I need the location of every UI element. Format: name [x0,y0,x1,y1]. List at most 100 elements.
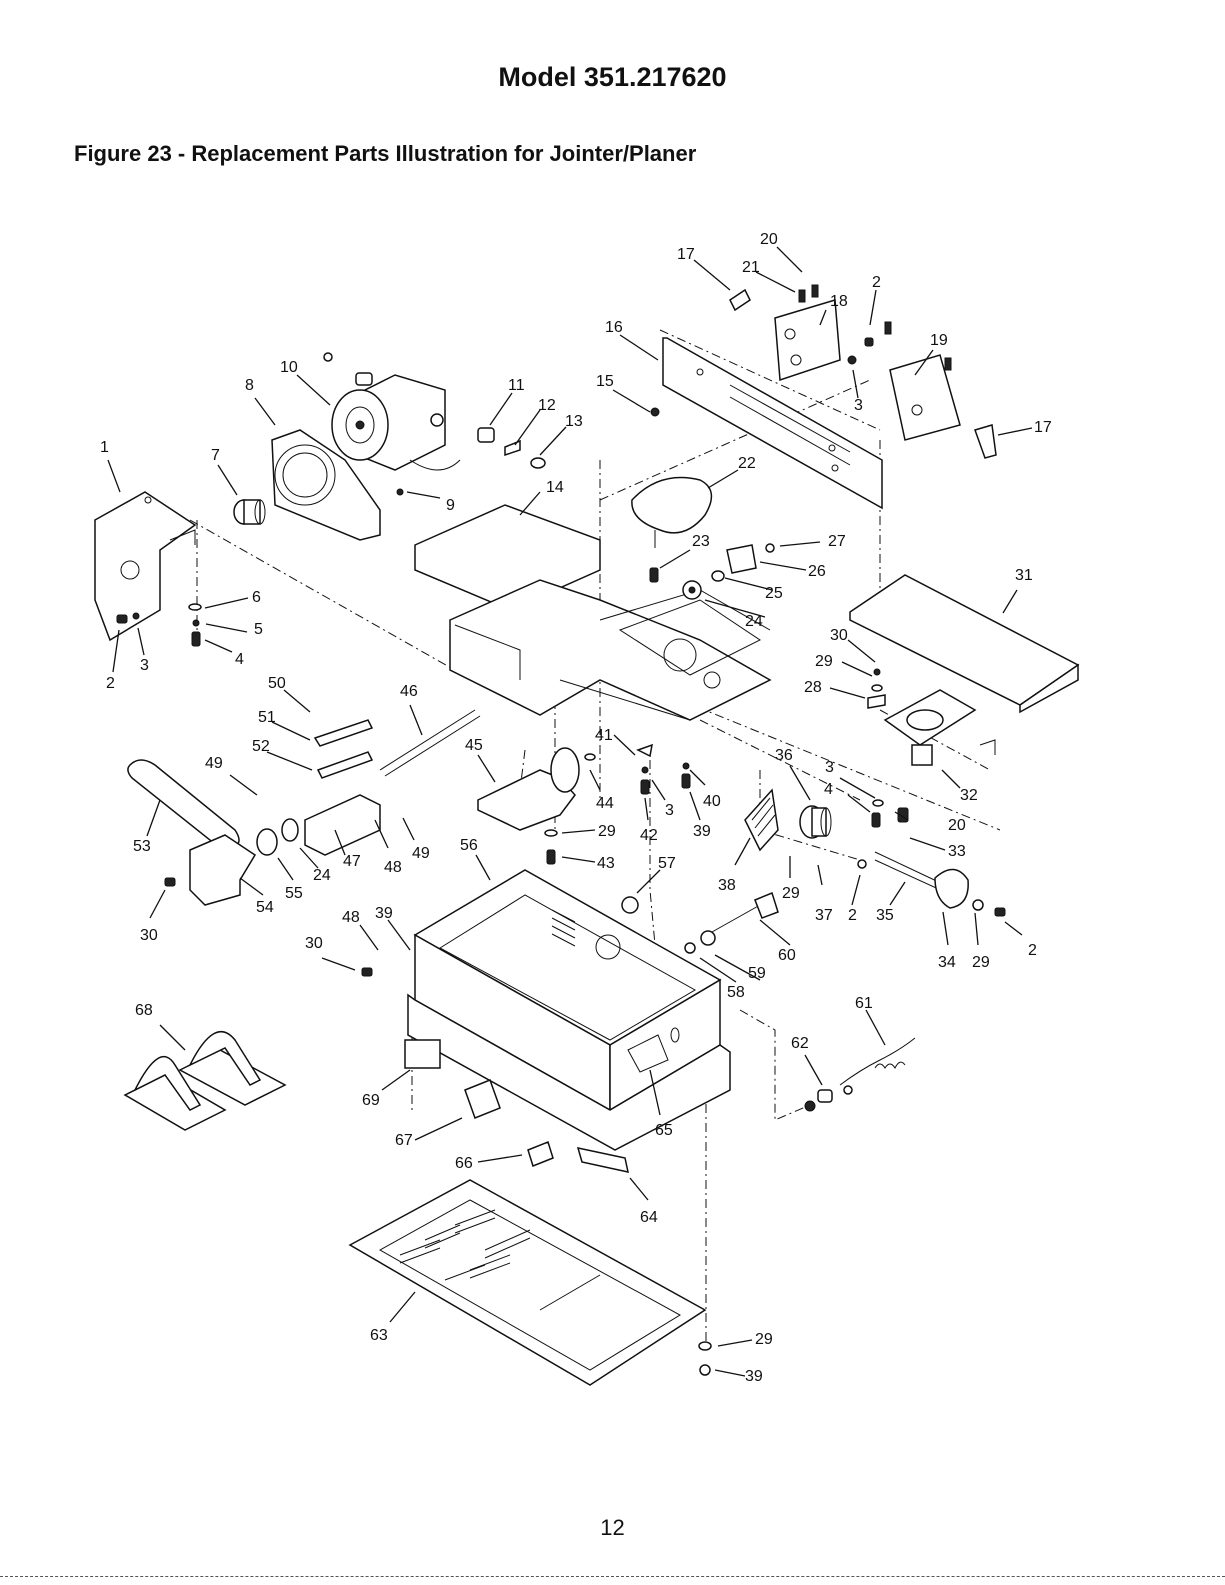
callout-25: 25 [765,585,783,602]
callout-50: 50 [268,675,286,692]
callout-47: 47 [343,853,361,870]
callout-61: 61 [855,995,873,1012]
callout-6: 6 [252,589,261,606]
lock-lever-right [974,424,997,459]
callout-28: 28 [804,679,822,696]
callout-52: 52 [252,738,270,755]
callout-2d: 2 [1028,942,1037,959]
chute-hardware [544,743,691,865]
right-hardware [867,668,909,828]
leader-lines [107,246,1033,1377]
callout-56: 56 [460,837,478,854]
callout-14: 14 [546,479,564,496]
callout-29a: 29 [815,653,833,670]
pulley-guard-bracket [189,834,257,906]
callout-35: 35 [876,907,894,924]
callout-1: 1 [100,439,109,456]
callout-22: 22 [738,455,756,472]
tiny-screws [396,284,952,496]
adjust-gear-hub [799,805,832,839]
callout-21: 21 [742,259,760,276]
callout-24b: 24 [313,867,331,884]
callout-3b: 3 [854,397,863,414]
callout-19: 19 [930,332,948,349]
callout-30b: 30 [140,927,158,944]
callout-labels: 1 2 3 4 5 6 7 8 10 9 11 12 13 14 15 16 1… [100,231,1052,1385]
callout-59: 59 [748,965,766,982]
callout-39b: 39 [375,905,393,922]
callout-49b: 49 [412,845,430,862]
callout-43: 43 [597,855,615,872]
callout-20a: 20 [760,231,778,248]
cutterhead-pulley [256,818,299,856]
callout-13: 13 [565,413,583,430]
infeed-table [849,574,1080,714]
callout-18: 18 [830,293,848,310]
fence [662,337,883,510]
callout-66: 66 [455,1155,473,1172]
callout-67: 67 [395,1132,413,1149]
callout-64: 64 [640,1209,658,1226]
cabinet-hardware [621,859,867,954]
callout-48b: 48 [342,909,360,926]
callout-46: 46 [400,683,418,700]
callout-16: 16 [605,319,623,336]
left-hardware [116,603,202,647]
callout-58: 58 [727,984,745,1001]
callout-8: 8 [245,377,254,394]
drive-belt [127,759,240,850]
callout-39a: 39 [693,823,711,840]
base-pan [348,1179,707,1386]
callout-69: 69 [362,1092,380,1109]
center-hardware [649,543,775,600]
callout-2c: 2 [848,907,857,924]
callout-3c: 3 [825,759,834,776]
callout-9: 9 [446,497,455,514]
callout-29d: 29 [972,954,990,971]
callout-29b: 29 [598,823,616,840]
callout-37: 37 [815,907,833,924]
callout-31: 31 [1015,567,1033,584]
push-handle [631,476,713,548]
callout-20b: 20 [948,817,966,834]
callout-39c: 39 [745,1368,763,1385]
callout-49a: 49 [205,755,223,772]
page-number: 12 [600,1515,625,1540]
callout-48a: 48 [384,859,402,876]
callout-62: 62 [791,1035,809,1052]
callout-30c: 30 [305,935,323,952]
motor-pulley [233,499,266,525]
callout-51: 51 [258,709,276,726]
callout-32: 32 [960,787,978,804]
callout-29c: 29 [782,885,800,902]
callout-33: 33 [948,843,966,860]
callout-34: 34 [938,954,956,971]
callout-17b: 17 [1034,419,1052,436]
callout-30a: 30 [830,627,848,644]
callout-53: 53 [133,838,151,855]
callout-38: 38 [718,877,736,894]
callout-11: 11 [508,377,525,394]
callout-3: 3 [140,657,149,674]
callout-12: 12 [538,397,556,414]
power-cord [804,1037,916,1112]
callout-7: 7 [211,447,220,464]
chip-chute [477,747,580,831]
callout-2: 2 [106,675,115,692]
callout-68: 68 [135,1002,153,1019]
callout-45: 45 [465,737,483,754]
callout-55: 55 [285,885,303,902]
belt-guard-plate [94,491,197,642]
knife-clamps [304,719,381,856]
jointer-base-casting [414,504,772,721]
callout-36: 36 [775,747,793,764]
callout-10: 10 [280,359,298,376]
scale-sector [744,788,779,852]
fence-bracket-left [774,299,841,382]
callout-60: 60 [778,947,796,964]
cutterhead-shaft [379,709,481,777]
document-title: Model 351.217620 [498,62,727,92]
callout-44: 44 [596,795,614,812]
callout-4b: 4 [824,781,833,798]
